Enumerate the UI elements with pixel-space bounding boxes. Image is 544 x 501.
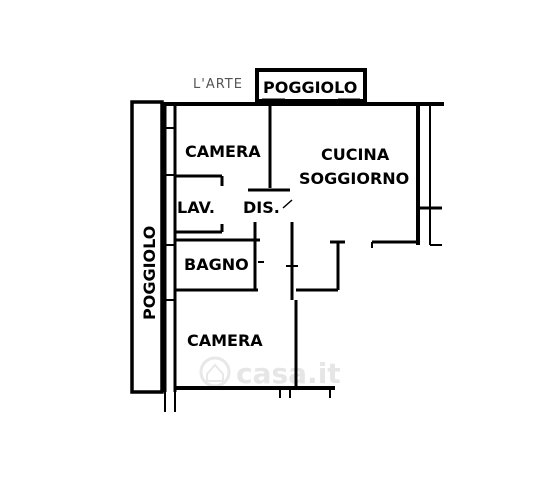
label-lav: LAV.: [177, 198, 215, 217]
balcony-top: [255, 68, 367, 104]
casa-watermark-text: casa.it: [236, 357, 341, 390]
label-camera-bottom: CAMERA: [187, 331, 263, 350]
agency-logo: L'ARTE: [193, 77, 243, 92]
label-poggiolo-left: POGGIOLO: [140, 226, 159, 320]
label-poggiolo-top: POGGIOLO: [263, 78, 357, 97]
casa-logo-watermark: casa.it: [199, 356, 341, 390]
label-dis: DIS.: [243, 198, 280, 217]
label-camera-top: CAMERA: [185, 142, 261, 161]
label-cucina: CUCINA: [321, 145, 390, 164]
label-bagno: BAGNO: [184, 255, 249, 274]
label-soggiorno: SOGGIORNO: [299, 169, 409, 188]
exterior-walls: [162, 102, 444, 412]
balcony-left: [130, 100, 164, 394]
interior-walls: [175, 104, 345, 388]
